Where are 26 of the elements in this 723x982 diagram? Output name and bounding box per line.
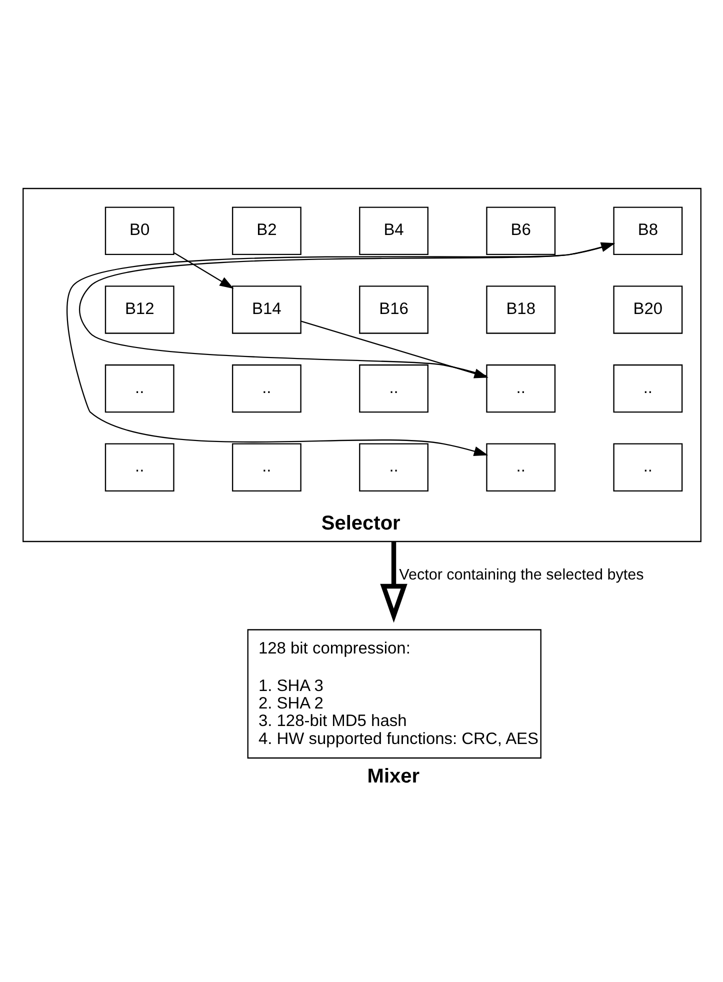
node-box: .. <box>231 364 301 412</box>
node-box: 128 bit compression: 1. SHA 3 2. SHA 2 3. 128-bit MD5 hash 4. HW supported functions: CRC, AES <box>246 628 541 758</box>
arrow <box>78 242 615 376</box>
node-box: B12 <box>104 285 174 334</box>
node-box: B2 <box>231 206 301 254</box>
node-box: B8 <box>612 206 682 254</box>
node-box: B18 <box>486 285 556 334</box>
node-box: B14 <box>231 285 301 334</box>
arrow <box>380 541 407 622</box>
node-box: .. <box>612 364 682 412</box>
node-box: .. <box>486 442 556 491</box>
node-box: B6 <box>486 206 556 254</box>
edge-label: Vector containing the selected bytes <box>398 566 644 584</box>
arrow <box>173 252 234 288</box>
node-box: B16 <box>358 285 428 334</box>
node-box: .. <box>612 442 682 491</box>
node-box: B20 <box>612 285 682 334</box>
node-box: .. <box>104 364 174 412</box>
node-box: .. <box>104 442 174 491</box>
node-box: B4 <box>358 206 428 254</box>
node-box: .. <box>486 364 556 412</box>
node-label: Mixer <box>366 764 420 787</box>
node-box: .. <box>358 364 428 412</box>
node-box: B0 <box>104 206 174 254</box>
node-box: .. <box>358 442 428 491</box>
node-box: .. <box>231 442 301 491</box>
